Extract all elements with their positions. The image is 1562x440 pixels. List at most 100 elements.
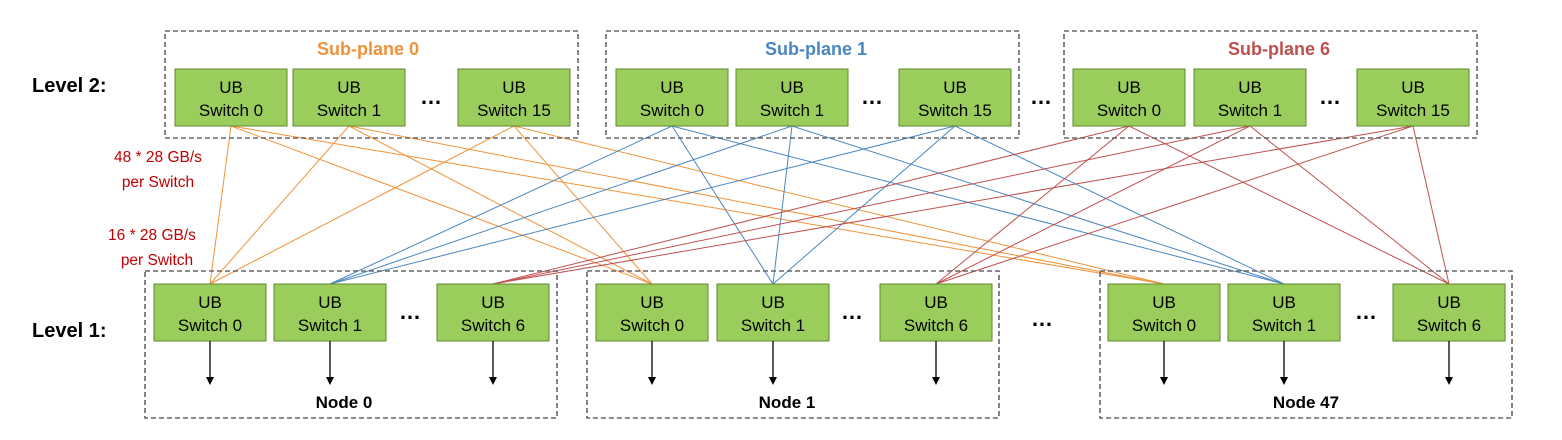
subplane-box <box>1063 30 1478 139</box>
node-label: Node 0 <box>316 393 373 412</box>
uplink-line <box>348 125 1165 285</box>
uplink-line <box>772 125 793 285</box>
down-arrow-icon <box>489 377 497 385</box>
switch-prefix: UB <box>761 293 785 312</box>
switch-label: Switch 6 <box>904 316 968 335</box>
switch-prefix: UB <box>640 293 664 312</box>
switch-prefix: UB <box>924 293 948 312</box>
ub-switch[interactable]: UB Switch 15 <box>898 68 1012 127</box>
node-box <box>144 270 558 419</box>
node-label: Node 1 <box>759 393 816 412</box>
uplink-line <box>329 125 956 285</box>
bandwidth-annotation-level2: 48 * 28 GB/s per Switch <box>114 149 202 191</box>
uplink-line <box>230 125 653 285</box>
ellipsis: … <box>399 299 421 324</box>
subplane-title: Sub-plane 1 <box>765 39 867 59</box>
switch-prefix: UB <box>318 293 342 312</box>
bandwidth-annotation-line: per Switch <box>121 252 193 269</box>
ellipsis: … <box>861 84 883 109</box>
node-label: Node 47 <box>1273 393 1339 412</box>
switch-label: Switch 6 <box>1417 316 1481 335</box>
switch-label: Switch 15 <box>918 101 992 120</box>
switch-prefix: UB <box>1272 293 1296 312</box>
ub-switch[interactable]: UB Switch 0 <box>153 283 267 342</box>
switch-prefix: UB <box>1117 78 1141 97</box>
uplink-line <box>935 125 1414 285</box>
ub-switch[interactable]: UB Switch 6 <box>436 283 550 342</box>
uplink-line <box>513 125 653 285</box>
subplane-0: Sub-plane 0 UB Switch 0 UB Switch 1 … UB… <box>164 30 579 139</box>
downlink-arrows <box>206 341 1453 385</box>
switch-label: Switch 1 <box>317 101 381 120</box>
subplane-6: Sub-plane 6 UB Switch 0 UB Switch 1 … UB… <box>1063 30 1478 139</box>
bandwidth-annotation-line: per Switch <box>122 174 194 191</box>
uplink-line <box>492 125 1414 285</box>
uplink-line <box>935 125 1251 285</box>
bandwidth-annotation-level1: 16 * 28 GB/s per Switch <box>108 227 196 269</box>
ub-switch[interactable]: UB Switch 0 <box>1107 283 1221 342</box>
node-1: UB Switch 0 UB Switch 1 … UB Switch 6 No… <box>586 270 1000 419</box>
subplane-1: Sub-plane 1 UB Switch 0 UB Switch 1 … UB… <box>605 30 1020 139</box>
uplink-line <box>329 125 793 285</box>
node-0: UB Switch 0 UB Switch 1 … UB Switch 6 No… <box>144 270 558 419</box>
uplink-line <box>230 125 1165 285</box>
switch-label: Switch 0 <box>1097 101 1161 120</box>
ub-switch[interactable]: UB Switch 1 <box>1227 283 1341 342</box>
switch-prefix: UB <box>219 78 243 97</box>
uplink-line <box>772 125 956 285</box>
uplink-line <box>513 125 1165 285</box>
switch-prefix: UB <box>1437 293 1461 312</box>
level-1-label: Level 1: <box>32 320 106 342</box>
ub-switch[interactable]: UB Switch 0 <box>595 283 709 342</box>
down-arrow-icon <box>648 377 656 385</box>
down-arrow-icon <box>769 377 777 385</box>
ub-switch[interactable]: UB Switch 1 <box>1193 68 1307 127</box>
switch-label: Switch 0 <box>640 101 704 120</box>
ub-switch[interactable]: UB Switch 1 <box>292 68 406 127</box>
ellipsis: … <box>841 299 863 324</box>
uplink-line <box>1412 125 1450 285</box>
subplane-box <box>164 30 579 139</box>
switch-label: Switch 15 <box>477 101 551 120</box>
node-box <box>586 270 1000 419</box>
down-arrow-icon <box>932 377 940 385</box>
switch-label: Switch 1 <box>1218 101 1282 120</box>
bandwidth-annotation-line: 48 * 28 GB/s <box>114 149 202 166</box>
ub-switch[interactable]: UB Switch 6 <box>879 283 993 342</box>
ellipsis: … <box>1319 84 1341 109</box>
ellipsis: … <box>420 84 442 109</box>
switch-prefix: UB <box>337 78 361 97</box>
uplink-line <box>209 125 515 285</box>
ub-switch[interactable]: UB Switch 1 <box>735 68 849 127</box>
uplink-line <box>1128 125 1450 285</box>
ub-switch[interactable]: UB Switch 6 <box>1392 283 1506 342</box>
down-arrow-icon <box>1445 377 1453 385</box>
down-arrow-icon <box>1160 377 1168 385</box>
switch-prefix: UB <box>1238 78 1262 97</box>
subplane-title: Sub-plane 6 <box>1228 39 1330 59</box>
ub-switch[interactable]: UB Switch 0 <box>174 68 288 127</box>
ub-switch[interactable]: UB Switch 15 <box>457 68 571 127</box>
node-47: UB Switch 0 UB Switch 1 … UB Switch 6 No… <box>1099 270 1513 419</box>
ub-switch[interactable]: UB Switch 0 <box>615 68 729 127</box>
switch-prefix: UB <box>943 78 967 97</box>
uplink-line <box>935 125 1130 285</box>
uplink-line <box>209 125 350 285</box>
subplane-title: Sub-plane 0 <box>317 39 419 59</box>
uplink-line <box>492 125 1130 285</box>
interconnect-links <box>209 125 1450 285</box>
uplink-line <box>1249 125 1450 285</box>
ub-switch[interactable]: UB Switch 1 <box>716 283 830 342</box>
ub-switch[interactable]: UB Switch 1 <box>273 283 387 342</box>
uplink-line <box>954 125 1285 285</box>
ub-switch[interactable]: UB Switch 0 <box>1072 68 1186 127</box>
switch-prefix: UB <box>660 78 684 97</box>
switch-prefix: UB <box>1152 293 1176 312</box>
switch-label: Switch 0 <box>1132 316 1196 335</box>
uplink-line <box>329 125 673 285</box>
subplane-box <box>605 30 1020 139</box>
ub-switch[interactable]: UB Switch 15 <box>1356 68 1470 127</box>
switch-label: Switch 0 <box>199 101 263 120</box>
switch-label: Switch 1 <box>741 316 805 335</box>
